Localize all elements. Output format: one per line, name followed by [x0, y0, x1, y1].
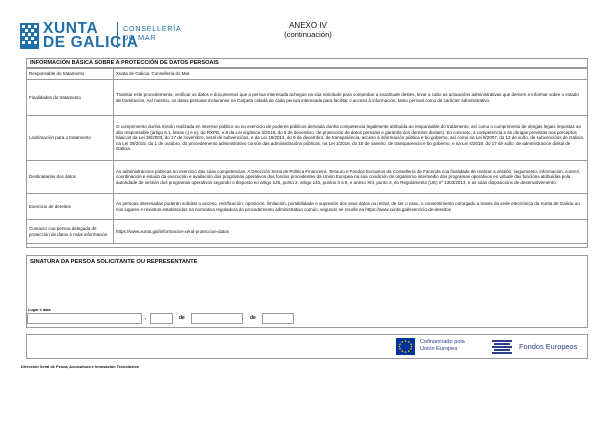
signature-title: SINATURA DA PERSOA SOLICITANTE OU REPRES…: [30, 259, 198, 265]
row-value: As persoas interesadas poderán solicitar…: [113, 193, 588, 220]
month-field[interactable]: [191, 313, 243, 324]
table-row: Responsable do tratamento Xunta de Galic…: [26, 68, 588, 80]
annex-heading: ANEXO IV (continuación): [240, 21, 376, 39]
funding-band: [26, 334, 588, 359]
row-label: Finalidades do tratamento: [26, 79, 114, 116]
signature-box: [26, 255, 588, 328]
row-label: Contacto coa persoa delegada de protecci…: [26, 219, 114, 244]
footer-department: Dirección Xeral de Pesca, Acuicultura e …: [21, 364, 139, 369]
table-row: Contacto coa persoa delegada de protecci…: [26, 219, 588, 244]
row-value-link[interactable]: https://www.xunta.gal/informacion-xeral-…: [113, 219, 588, 244]
brand-name: XUNTA DE GALICIA: [43, 20, 139, 51]
row-label: Responsable do tratamento: [26, 68, 114, 80]
xunta-shield-logo: [20, 23, 39, 49]
annex-subtitle: (continuación): [284, 30, 332, 39]
place-field[interactable]: [27, 313, 142, 324]
table-row: Finalidades do tratamento Tramitar este …: [26, 79, 588, 116]
day-field[interactable]: [150, 313, 173, 324]
row-value: O cumprimento dunha misión realizada en …: [113, 115, 588, 161]
cofinanced-label: Cofinanciado pola Unión Europea: [420, 339, 465, 353]
place-date-label: Lugar e data: [28, 308, 51, 312]
row-label: Exercicio de dereitos: [26, 193, 114, 220]
eu-flag-icon: [396, 338, 415, 355]
table-row: Lexitimación para o tratamento O cumprim…: [26, 115, 588, 161]
cofinanced-line-1: Cofinanciado pola: [420, 339, 465, 345]
de-separator-2: de: [250, 315, 256, 321]
comma-separator: ,: [145, 315, 147, 321]
data-protection-table: Responsable do tratamento Xunta de Galic…: [26, 68, 588, 244]
brand-line-1: XUNTA: [43, 20, 99, 37]
row-label: Lexitimación para o tratamento: [26, 115, 114, 161]
department-line-1: CONSELLERÍA: [123, 24, 182, 33]
de-separator-1: de: [179, 315, 185, 321]
table-row: Destinatarias dos datos As administració…: [26, 160, 588, 194]
row-value: As administracións públicas no exercicio…: [113, 160, 588, 194]
department-line-2: DO MAR: [123, 33, 157, 42]
department-name: CONSELLERÍA DO MAR: [123, 24, 181, 42]
cofinanced-line-2: Unión Europea: [420, 346, 458, 352]
data-protection-title: INFORMACIÓN BÁSICA SOBRE A PROTECCIÓN DE…: [27, 59, 587, 68]
year-field[interactable]: [262, 313, 294, 324]
row-value: Xunta de Galicia. Consellería do Mar.: [113, 68, 588, 80]
row-value: Tramitar este procedemento, verificar os…: [113, 79, 588, 116]
table-row: Exercicio de dereitos As persoas interes…: [26, 193, 588, 220]
row-label: Destinatarias dos datos: [26, 160, 114, 194]
annex-title: ANEXO IV: [289, 21, 327, 30]
fondos-europeos-icon: [492, 340, 512, 354]
brand-line-2: DE GALICIA: [43, 34, 139, 51]
brand-divider: [117, 22, 118, 48]
fondos-europeos-label: Fondos Europeos: [519, 342, 578, 351]
